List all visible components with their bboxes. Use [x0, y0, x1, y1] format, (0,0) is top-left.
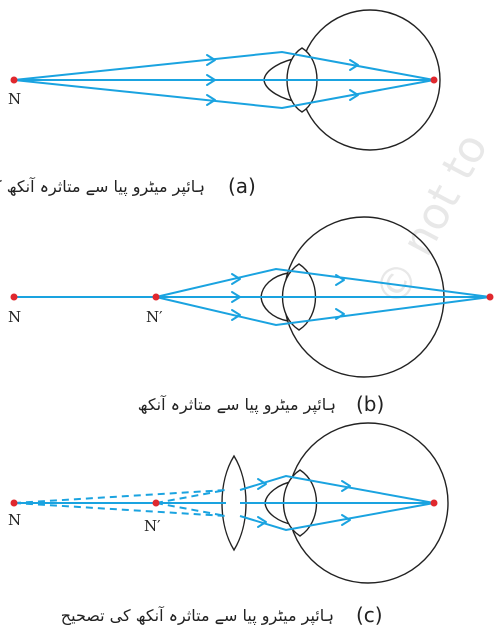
point-n [10, 293, 18, 301]
caption-text: ہائپر میٹرو پیا سے متاثرہ آنکھ [138, 395, 336, 415]
arrow-icon [206, 94, 216, 106]
arrow-icon [231, 309, 241, 321]
dashed-ray [155, 502, 227, 517]
point-n-prime [152, 499, 160, 507]
arrow-icon [335, 308, 345, 320]
caption-text: ہائپر میٹرو پیا سے متاثرہ آنکھ کا نزدیکی… [0, 177, 205, 197]
dashed-ray [155, 489, 227, 504]
arrow-icon [206, 54, 216, 66]
caption-letter: (c) [356, 603, 383, 627]
focus-point [486, 293, 494, 301]
retina-point [430, 76, 438, 84]
label-n-prime: N′ [146, 308, 163, 326]
arrow-icon [257, 516, 267, 528]
arrow-icon [349, 59, 359, 71]
arrow-icon [341, 514, 351, 526]
arrow-icon [335, 274, 345, 286]
point-n-prime [152, 293, 160, 301]
label-n-prime: N′ [144, 517, 161, 535]
panel-c: N N′ (c) ہائپر میٹرو پیا سے متاثرہ آنکھ … [8, 422, 449, 627]
ray-top [155, 267, 491, 298]
label-n: N [8, 511, 21, 529]
arrow-icon [349, 89, 359, 101]
panel-a: N (a) ہائپر میٹرو پیا سے متاثرہ آنکھ کا … [0, 9, 441, 198]
arrow-icon [206, 74, 216, 86]
label-n: N [8, 90, 21, 108]
caption-text: ہائپر میٹرو پیا سے متاثرہ آنکھ کی تصحیح [61, 606, 334, 626]
arrow-icon [231, 291, 241, 303]
ray-bottom [155, 296, 491, 327]
convex-lens [221, 454, 247, 552]
ray-bottom [13, 79, 435, 110]
arrow-icon [231, 273, 241, 285]
ray-top [239, 474, 435, 504]
panel-b: N N′ (b) ہائپر میٹرو پیا سے متاثرہ آنکھ [8, 216, 494, 416]
caption-letter: (b) [356, 392, 384, 416]
ray-top [13, 50, 435, 81]
caption-letter: (a) [228, 174, 256, 198]
arrow-icon [257, 478, 267, 490]
label-n: N [8, 308, 21, 326]
point-n [10, 76, 18, 84]
arrow-icon [341, 480, 351, 492]
point-n [10, 499, 18, 507]
retina-point [430, 499, 438, 507]
ray-bottom [239, 502, 435, 532]
